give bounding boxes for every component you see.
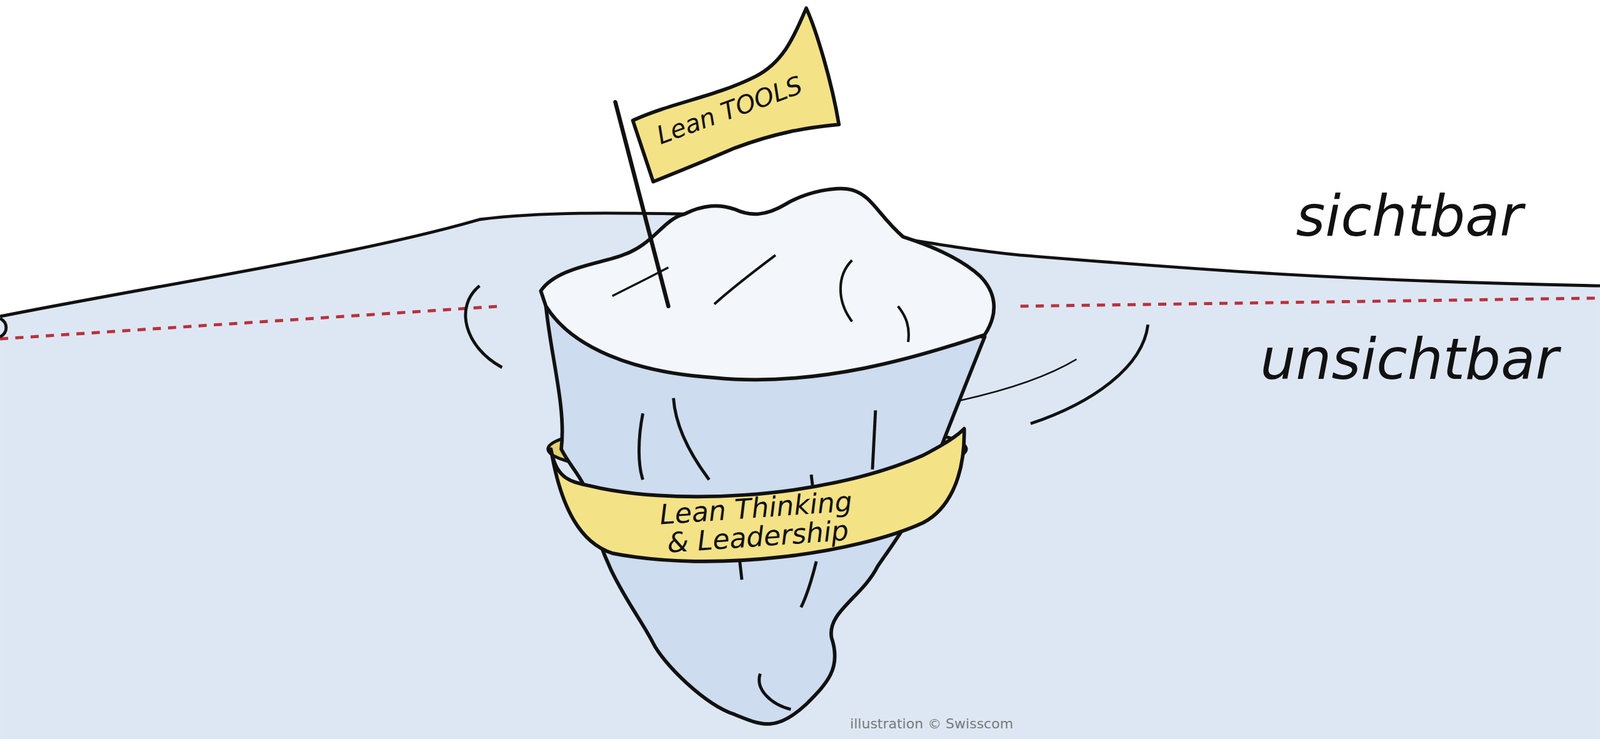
waterline-dashed (1020, 298, 1600, 307)
ice-crack (898, 306, 909, 342)
flag-banner: Lean TOOLS (617, 0, 847, 189)
zone-label: unsichtbar (1260, 331, 1559, 388)
wave-line (465, 285, 502, 368)
ice-crack (801, 561, 817, 607)
flag-banner-shape (632, 8, 839, 182)
waterline-dashed (0, 306, 500, 339)
ice-crack (840, 260, 852, 322)
ice-crack (714, 255, 776, 304)
band-ribbon: Lean Thinking & Leadership (535, 408, 975, 582)
ice-crack (673, 398, 710, 480)
credit-note: illustration © Swisscom (850, 716, 1014, 731)
wave-line (0, 318, 7, 337)
iceberg-tip (540, 188, 994, 380)
ice-crack (740, 561, 742, 580)
band-ribbon-shape (551, 428, 965, 562)
ice-crack (638, 413, 643, 480)
zone-label: sichtbar (1295, 188, 1523, 245)
ice-crack (759, 673, 792, 710)
ice-crack (872, 410, 876, 470)
